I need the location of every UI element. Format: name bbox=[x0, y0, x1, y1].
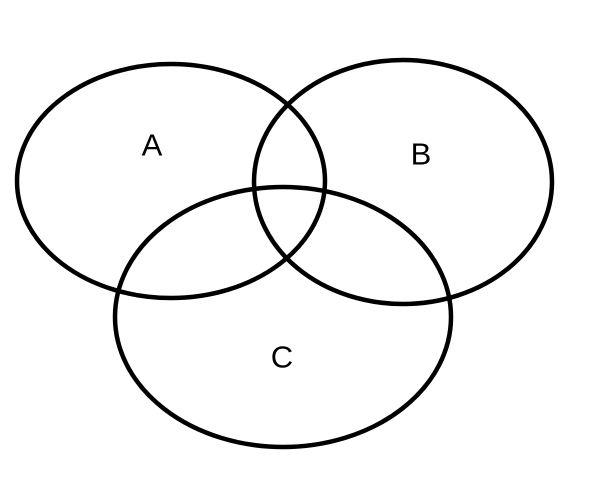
set-a-label: A bbox=[142, 128, 163, 163]
set-c-label: C bbox=[271, 340, 293, 375]
set-b-ellipse bbox=[251, 57, 555, 307]
set-b-label: B bbox=[411, 137, 432, 172]
set-c-ellipse bbox=[112, 184, 454, 450]
set-a-ellipse bbox=[14, 61, 328, 301]
